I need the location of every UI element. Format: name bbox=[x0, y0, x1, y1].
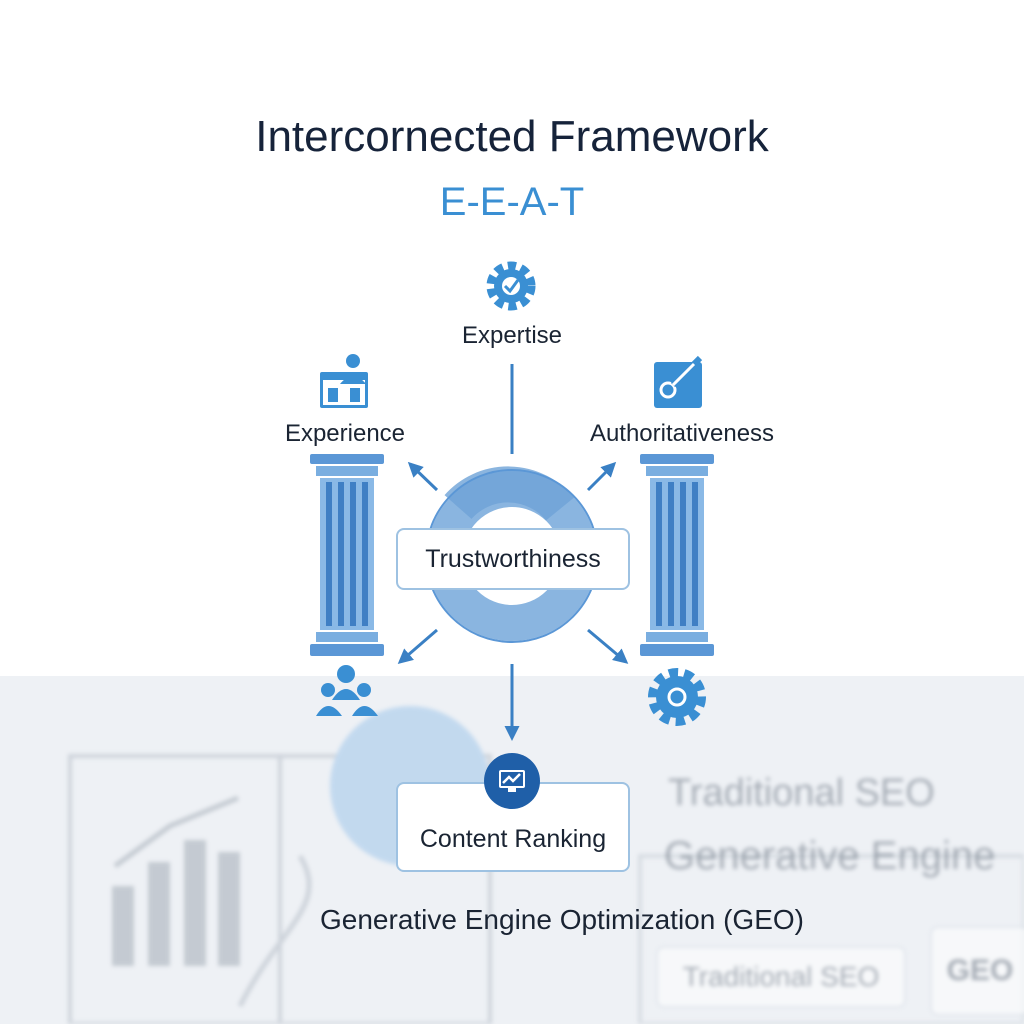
background-trend-line bbox=[113, 795, 239, 869]
diagram-subtitle: E-E-A-T bbox=[439, 180, 585, 224]
trustworthiness-box: Trustworthiness bbox=[396, 528, 630, 590]
node-label-experience: Experience bbox=[284, 420, 406, 447]
gear-icon bbox=[648, 668, 706, 726]
connector-authoritativeness bbox=[586, 461, 617, 492]
people-group-icon bbox=[316, 665, 378, 716]
diagram-title: Intercornected Framework bbox=[255, 112, 769, 161]
background-bar bbox=[148, 862, 170, 966]
background-bar bbox=[184, 840, 206, 966]
chart-monitor-icon bbox=[484, 753, 540, 809]
pen-document-icon bbox=[654, 355, 703, 408]
person-window-icon bbox=[320, 354, 368, 408]
node-label-authoritativeness: Authoritativeness bbox=[589, 420, 775, 447]
connector-experience bbox=[407, 461, 439, 492]
pillar-left bbox=[310, 454, 384, 656]
node-label-content-ranking: Content Ranking bbox=[419, 825, 607, 853]
background-heading-generative: Generative Engine bbox=[664, 834, 996, 878]
background-bar bbox=[112, 886, 134, 966]
background-heading-traditional: Traditional SEO bbox=[668, 772, 935, 814]
pillar-right bbox=[640, 454, 714, 656]
connector-settings bbox=[587, 628, 629, 664]
connector-people bbox=[397, 628, 438, 664]
background-chip-traditional-seo: Traditional SEO bbox=[656, 946, 906, 1008]
gear-check-icon bbox=[486, 261, 536, 311]
diagram-footer-caption: Generative Engine Optimization (GEO) bbox=[320, 904, 804, 935]
node-label-trustworthiness: Trustworthiness bbox=[425, 544, 601, 573]
background-bar bbox=[218, 852, 240, 966]
node-label-expertise: Expertise bbox=[461, 322, 563, 349]
background-chip-geo: GEO bbox=[930, 926, 1024, 1016]
